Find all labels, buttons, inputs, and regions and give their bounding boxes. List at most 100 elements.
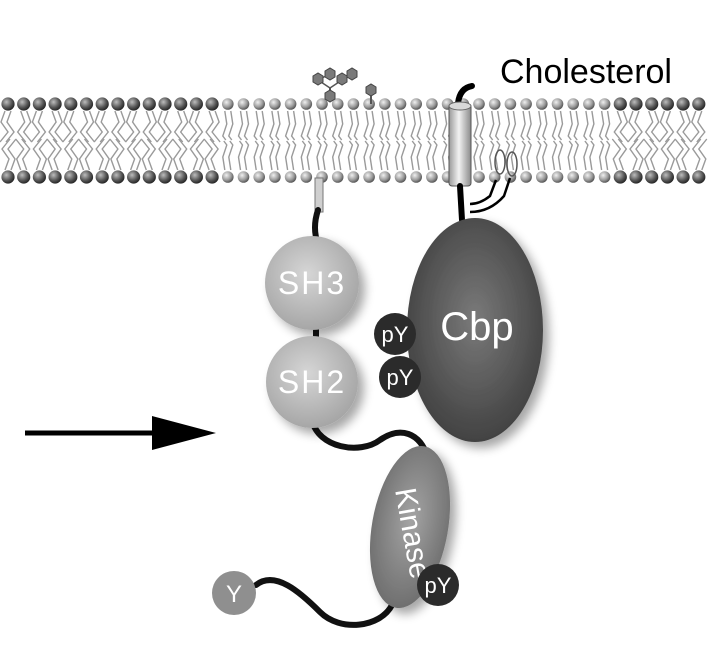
lipid-tail (363, 110, 369, 171)
lipid-tail (125, 110, 137, 171)
lipid-headgroup (692, 97, 706, 111)
lipid-headgroup (222, 98, 234, 110)
lipid-headgroup (520, 171, 532, 183)
lipid-tail (551, 110, 558, 171)
lipid-tail (573, 110, 579, 171)
lipid-headgroup (347, 171, 360, 183)
lipid-tail (109, 110, 121, 171)
outer-leaflet-headgroups (1, 97, 706, 111)
lipid-headgroup (17, 97, 31, 111)
lipid-headgroup (32, 170, 47, 184)
lipid-tail (162, 110, 174, 171)
lipid-tail (193, 110, 205, 171)
right-arrow-icon (25, 416, 216, 450)
lipid-headgroup (174, 97, 188, 111)
lipid-tail (115, 110, 127, 171)
lipid-tail (690, 110, 702, 171)
lipid-tail (526, 110, 532, 171)
cbp-label: Cbp (440, 305, 513, 349)
lipid-headgroup (410, 171, 423, 183)
lipid-tail (62, 110, 74, 171)
lipid-tail (187, 110, 199, 171)
lipid-tail (583, 110, 589, 171)
lipid-headgroup (473, 171, 485, 183)
lipid-tail (5, 110, 17, 171)
lipid-tail (353, 110, 360, 171)
lipid-tail (479, 110, 485, 171)
lipid-tail (300, 110, 307, 171)
lipid-tail (432, 110, 438, 171)
glycan-icon-small (365, 83, 377, 104)
lipid-tail (15, 110, 27, 171)
lipid-tail (93, 110, 105, 171)
py-badge-cbp-top: pY (374, 313, 416, 355)
lipid-tail (306, 110, 313, 171)
lipid-headgroup (253, 171, 265, 183)
lipid-headgroup (676, 170, 690, 184)
lipid-headgroup (598, 171, 611, 183)
cbp-transmembrane-helix (448, 83, 518, 223)
lipid-headgroup (394, 98, 407, 110)
lipid-tail (203, 110, 215, 171)
lipid-headgroup (158, 170, 172, 184)
py-badge-cbp-bottom: pY (379, 356, 421, 398)
lipid-headgroup (17, 170, 31, 184)
lipid-headgroup (504, 171, 517, 183)
lipid-tail (394, 110, 401, 171)
lipid-tail (598, 110, 605, 171)
lipid-tail (410, 110, 416, 171)
lipid-tail (0, 110, 11, 171)
lipid-headgroup (300, 171, 313, 183)
lipid-headgroup (284, 171, 297, 183)
lipid-headgroup (174, 170, 188, 184)
lipid-headgroup (536, 171, 548, 183)
lipid-headgroup (613, 170, 627, 184)
lipid-tail (68, 110, 80, 171)
sh2-label: SH2 (278, 364, 346, 400)
lipid-headgroup (142, 97, 156, 111)
lipid-tail (643, 110, 655, 171)
lipid-tail (83, 110, 96, 171)
lipid-headgroup (79, 97, 94, 111)
lipid-tail (542, 110, 548, 171)
lipid-tail (589, 110, 595, 171)
lipid-headgroup (583, 171, 595, 183)
lipid-headgroup (300, 98, 313, 110)
lipid-tail (379, 110, 385, 171)
lipid-headgroup (520, 98, 532, 110)
lipid-tail (331, 110, 338, 171)
lipid-tail (322, 110, 328, 171)
svg-text:pY: pY (382, 322, 409, 347)
sh2-domain (266, 336, 358, 428)
cholesterol-label: Cholesterol (500, 53, 672, 91)
lipid-tail (385, 110, 391, 171)
lipid-bilayer (0, 97, 708, 184)
lipid-headgroup (613, 97, 627, 111)
lipid-tail (178, 110, 190, 171)
lipid-tail (259, 110, 265, 171)
lipid-tail (253, 110, 259, 171)
lipid-headgroup (316, 98, 328, 110)
lipid-headgroup (269, 98, 281, 110)
lipid-tail (316, 110, 322, 171)
lipid-tail (510, 110, 517, 171)
lipid-headgroup (645, 97, 659, 111)
py-badge-kinase: pY (417, 564, 459, 606)
lipid-headgroup (253, 98, 265, 110)
membrane-anchor (314, 177, 324, 213)
lipid-headgroup (142, 170, 156, 184)
lipid-tail (275, 110, 281, 171)
lipid-headgroup (536, 98, 548, 110)
lipid-tail (337, 110, 344, 171)
sh3-domain (265, 236, 359, 330)
lipid-headgroup (127, 170, 141, 184)
lipid-tail (488, 110, 495, 171)
lipid-tail (680, 110, 692, 171)
lipid-headgroup (205, 97, 219, 111)
lipid-headgroup (284, 98, 297, 110)
lipid-tail (228, 110, 234, 171)
lipid-headgroup (237, 171, 250, 183)
lipid-tail (627, 110, 639, 171)
lipid-tail (237, 110, 244, 171)
